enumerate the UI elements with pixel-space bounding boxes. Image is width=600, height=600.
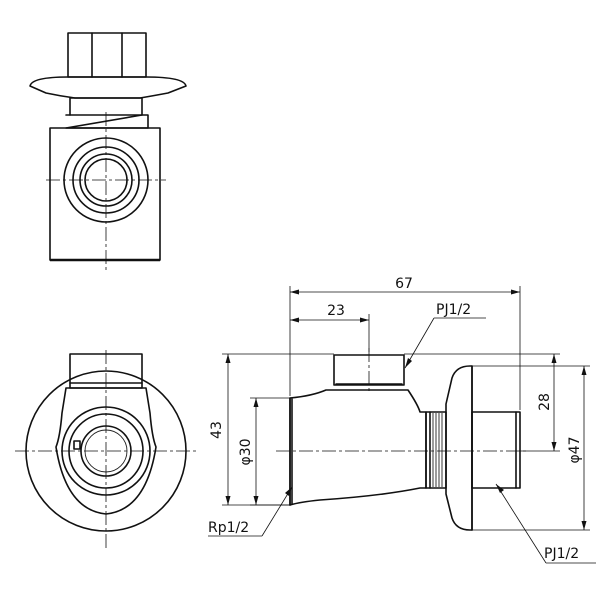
leader-outlet: PJ1/2 xyxy=(495,483,596,564)
leader-top-port: PJ1/2 xyxy=(404,302,486,369)
dimension-phi47: φ47 xyxy=(472,365,590,531)
dim-inlet-offset: 23 xyxy=(327,303,345,319)
dimension-23: 23 xyxy=(290,303,370,352)
side-outlet-thread xyxy=(471,411,521,489)
dim-body-height: 43 xyxy=(209,421,225,439)
side-flange xyxy=(445,365,473,531)
dim-overall-length: 67 xyxy=(395,276,413,292)
label-top-port-thread: PJ1/2 xyxy=(436,302,471,318)
dimension-28: 28 xyxy=(404,353,560,452)
dimension-67: 67 xyxy=(289,276,521,410)
dim-bore-diameter: φ30 xyxy=(238,438,254,465)
leader-inlet: Rp1/2 xyxy=(208,486,293,537)
neck-thread-lines xyxy=(432,413,443,487)
front-view xyxy=(29,32,187,270)
side-view xyxy=(276,348,528,531)
dimension-phi30: φ30 xyxy=(238,397,290,506)
dim-flange-height: 28 xyxy=(537,393,553,411)
end-view xyxy=(15,350,198,550)
label-inlet-thread: Rp1/2 xyxy=(208,520,249,536)
side-body xyxy=(289,389,427,506)
front-top-nut xyxy=(67,32,147,78)
dim-flange-diameter: φ47 xyxy=(567,436,583,463)
front-flange xyxy=(29,76,187,99)
label-outlet-thread: PJ1/2 xyxy=(544,546,579,562)
dimension-43: 43 xyxy=(209,353,334,506)
